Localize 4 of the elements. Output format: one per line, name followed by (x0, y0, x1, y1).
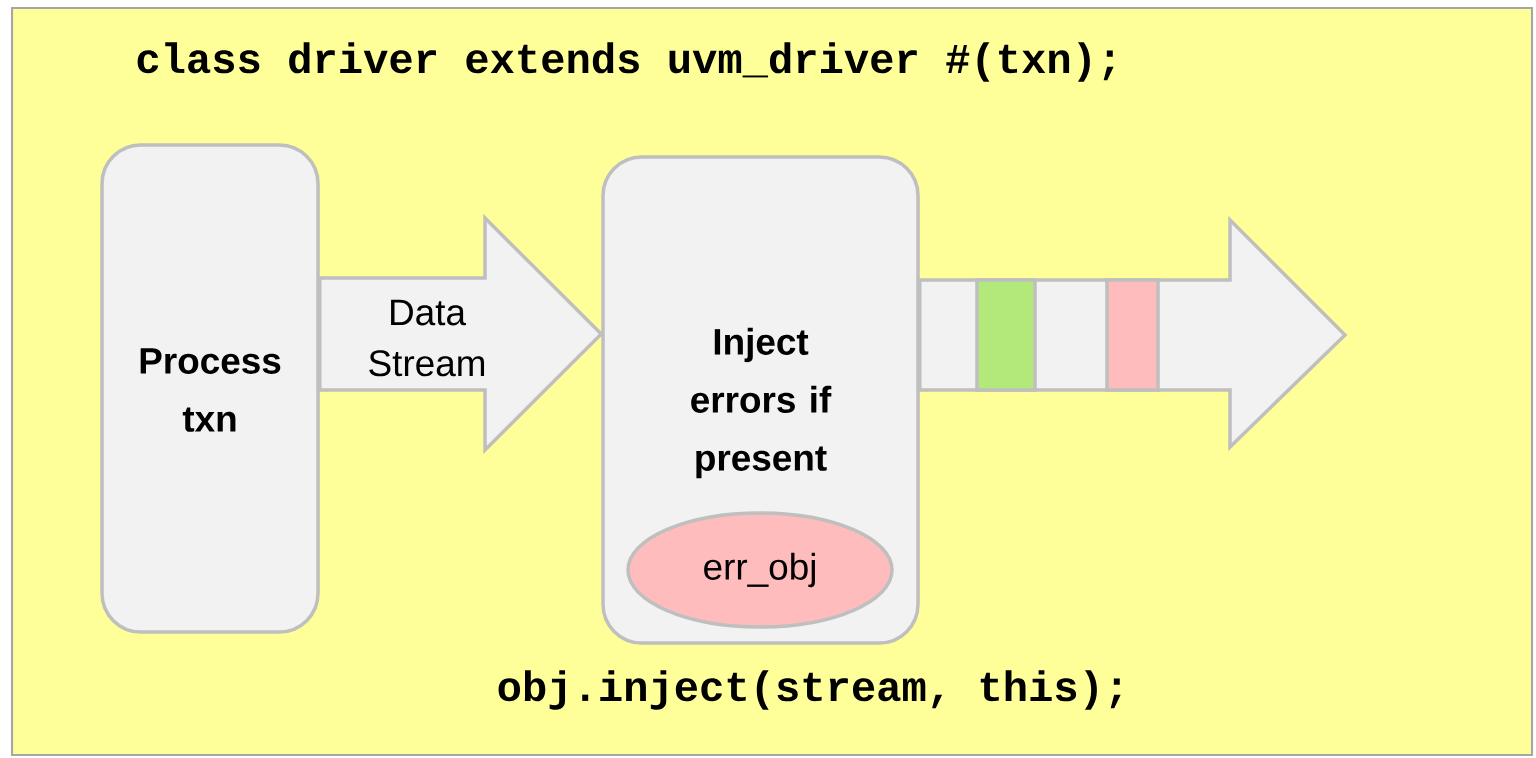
process-box: Process txn (100, 143, 320, 634)
code-text: obj.inject(stream, this); (498, 670, 1121, 710)
code-text: class driver extends uvm_driver #(txn); (137, 42, 1114, 82)
edge-label: Data Stream (369, 299, 485, 377)
